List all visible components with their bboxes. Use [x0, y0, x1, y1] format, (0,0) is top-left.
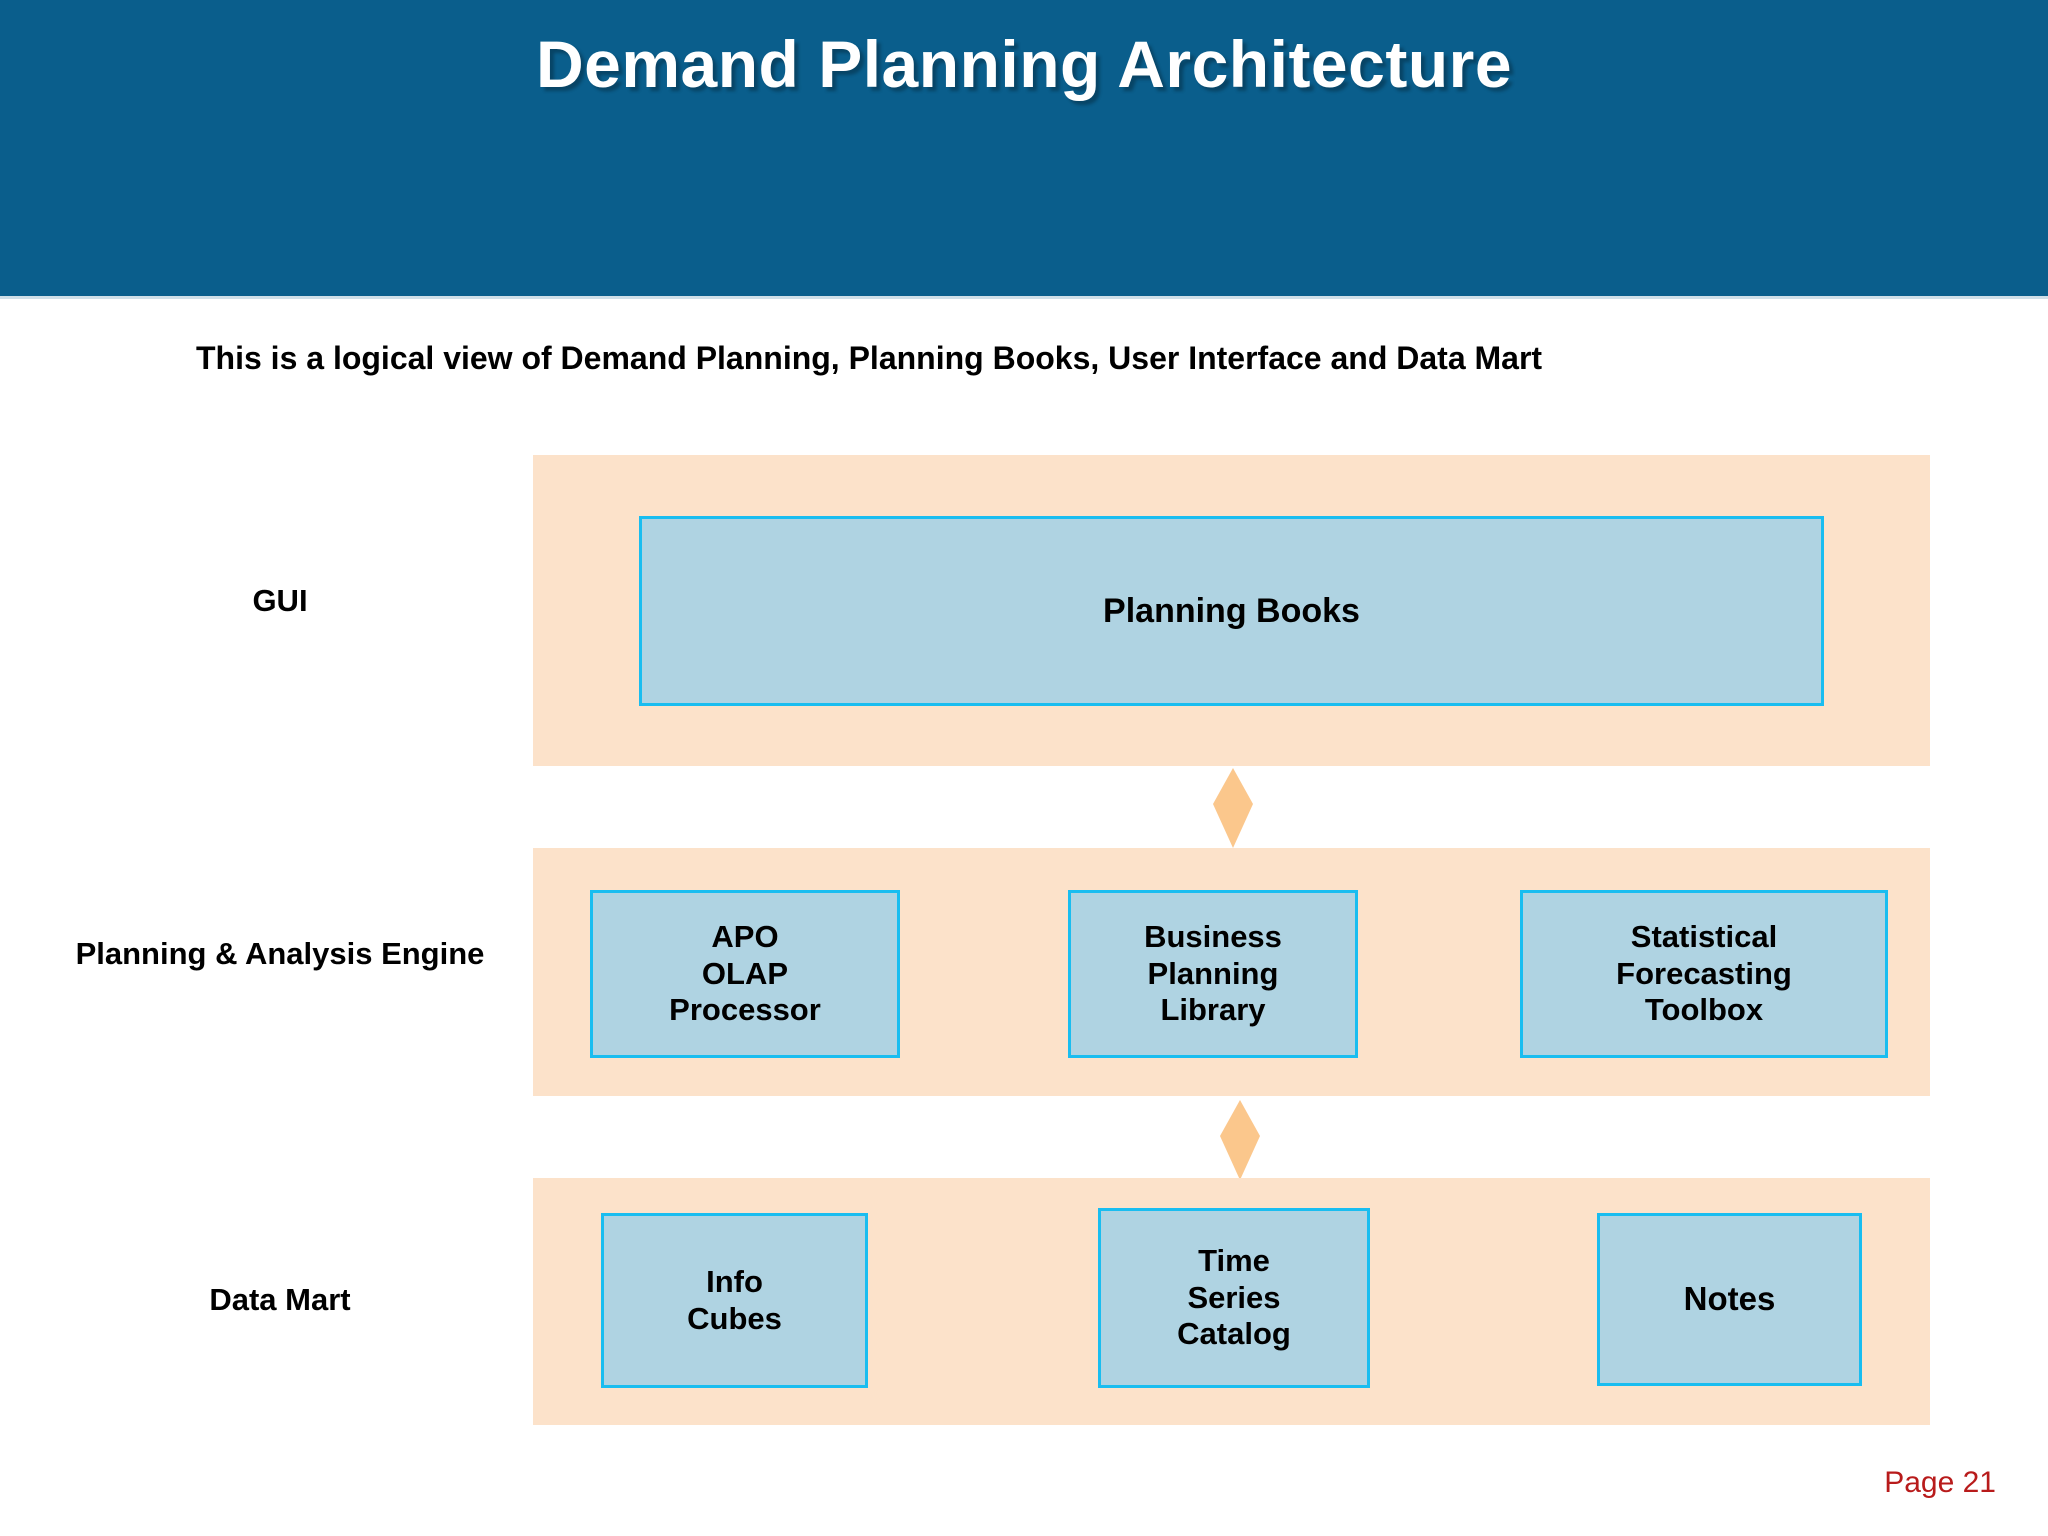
component-box-time-series-catalog[interactable]: Time Series Catalog [1098, 1208, 1370, 1388]
component-box-business-planning-library[interactable]: Business Planning Library [1068, 890, 1358, 1058]
component-box-apo-olap-processor[interactable]: APO OLAP Processor [590, 890, 900, 1058]
component-box-planning-books[interactable]: Planning Books [639, 516, 1824, 706]
row-label-planning-analysis-engine: Planning & Analysis Engine [75, 936, 485, 971]
component-box-info-cubes[interactable]: Info Cubes [601, 1213, 868, 1388]
page-number: Page 21 [1884, 1466, 1996, 1499]
diamond-lower-half [1220, 1136, 1260, 1180]
component-box-notes[interactable]: Notes [1597, 1213, 1862, 1386]
page-title: Demand Planning Architecture [535, 27, 1513, 101]
diamond-upper-half [1213, 768, 1253, 804]
slide-subtitle: This is a logical view of Demand Plannin… [196, 340, 1543, 376]
component-box-statistical-forecasting-toolbox[interactable]: Statistical Forecasting Toolbox [1520, 890, 1888, 1058]
row-label-data-mart: Data Mart [209, 1282, 351, 1317]
diamond-upper-half [1220, 1100, 1260, 1136]
diamond-lower-half [1213, 804, 1253, 848]
row-label-gui: GUI [252, 583, 308, 618]
header-underline [0, 296, 2048, 299]
slide-header-bar [0, 0, 2048, 296]
